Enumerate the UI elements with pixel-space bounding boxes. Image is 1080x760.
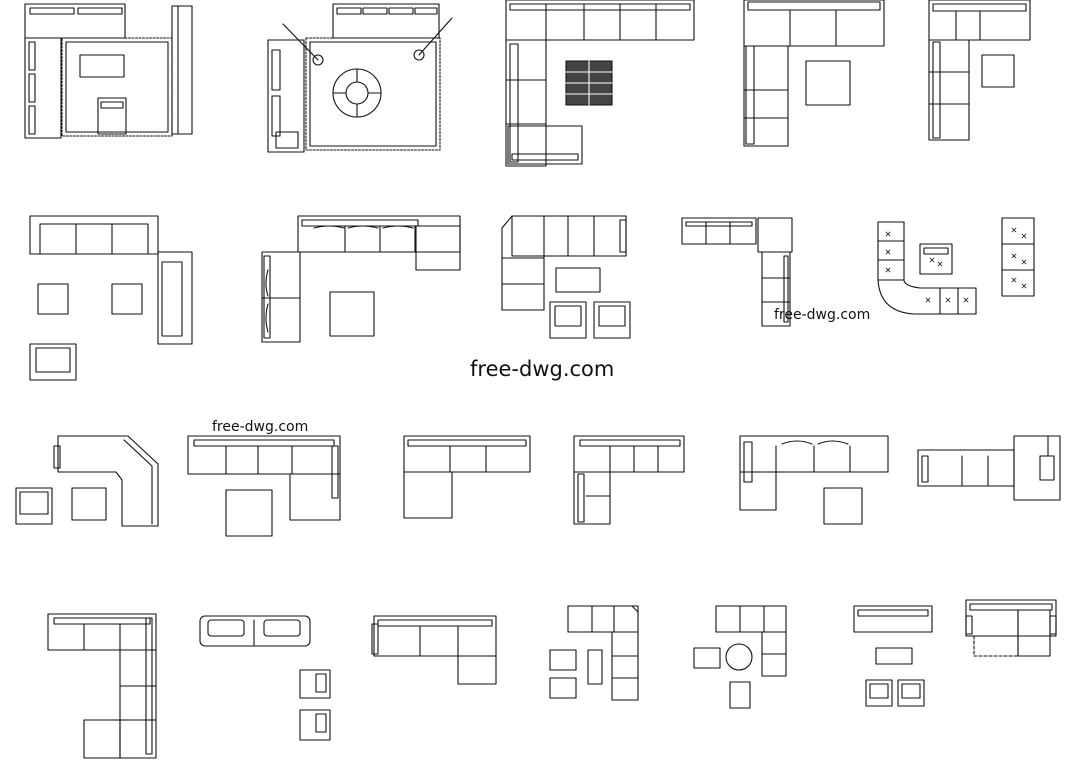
sofa-block-18 <box>199 615 331 741</box>
sofa-block-22 <box>853 605 933 707</box>
sofa-block-7 <box>261 215 461 343</box>
watermark-center: free-dwg.com <box>470 357 615 381</box>
sofa-block-5 <box>928 0 1031 141</box>
sofa-block-20 <box>549 605 639 701</box>
sofa-block-2 <box>267 3 453 153</box>
sofa-block-21 <box>693 605 787 709</box>
sofa-block-1 <box>24 3 193 139</box>
watermark-row3: free-dwg.com <box>212 419 309 435</box>
sofa-block-15 <box>739 435 889 525</box>
sofa-block-11 <box>15 435 159 527</box>
sofa-block-13 <box>403 435 531 519</box>
sofa-block-12 <box>187 435 341 537</box>
sofa-block-3 <box>505 0 695 167</box>
sofa-block-8 <box>501 215 631 339</box>
sofa-block-16 <box>917 435 1061 501</box>
sofa-block-4 <box>743 0 885 147</box>
sofa-block-9 <box>681 217 793 327</box>
sofa-block-17 <box>47 613 157 759</box>
sofa-block-14 <box>573 435 685 525</box>
sofa-block-6 <box>29 215 193 381</box>
sofa-block-23 <box>965 599 1057 657</box>
sofa-block-19 <box>371 615 497 685</box>
sofa-block-10 <box>877 217 1035 315</box>
watermark-row2: free-dwg.com <box>774 307 871 323</box>
